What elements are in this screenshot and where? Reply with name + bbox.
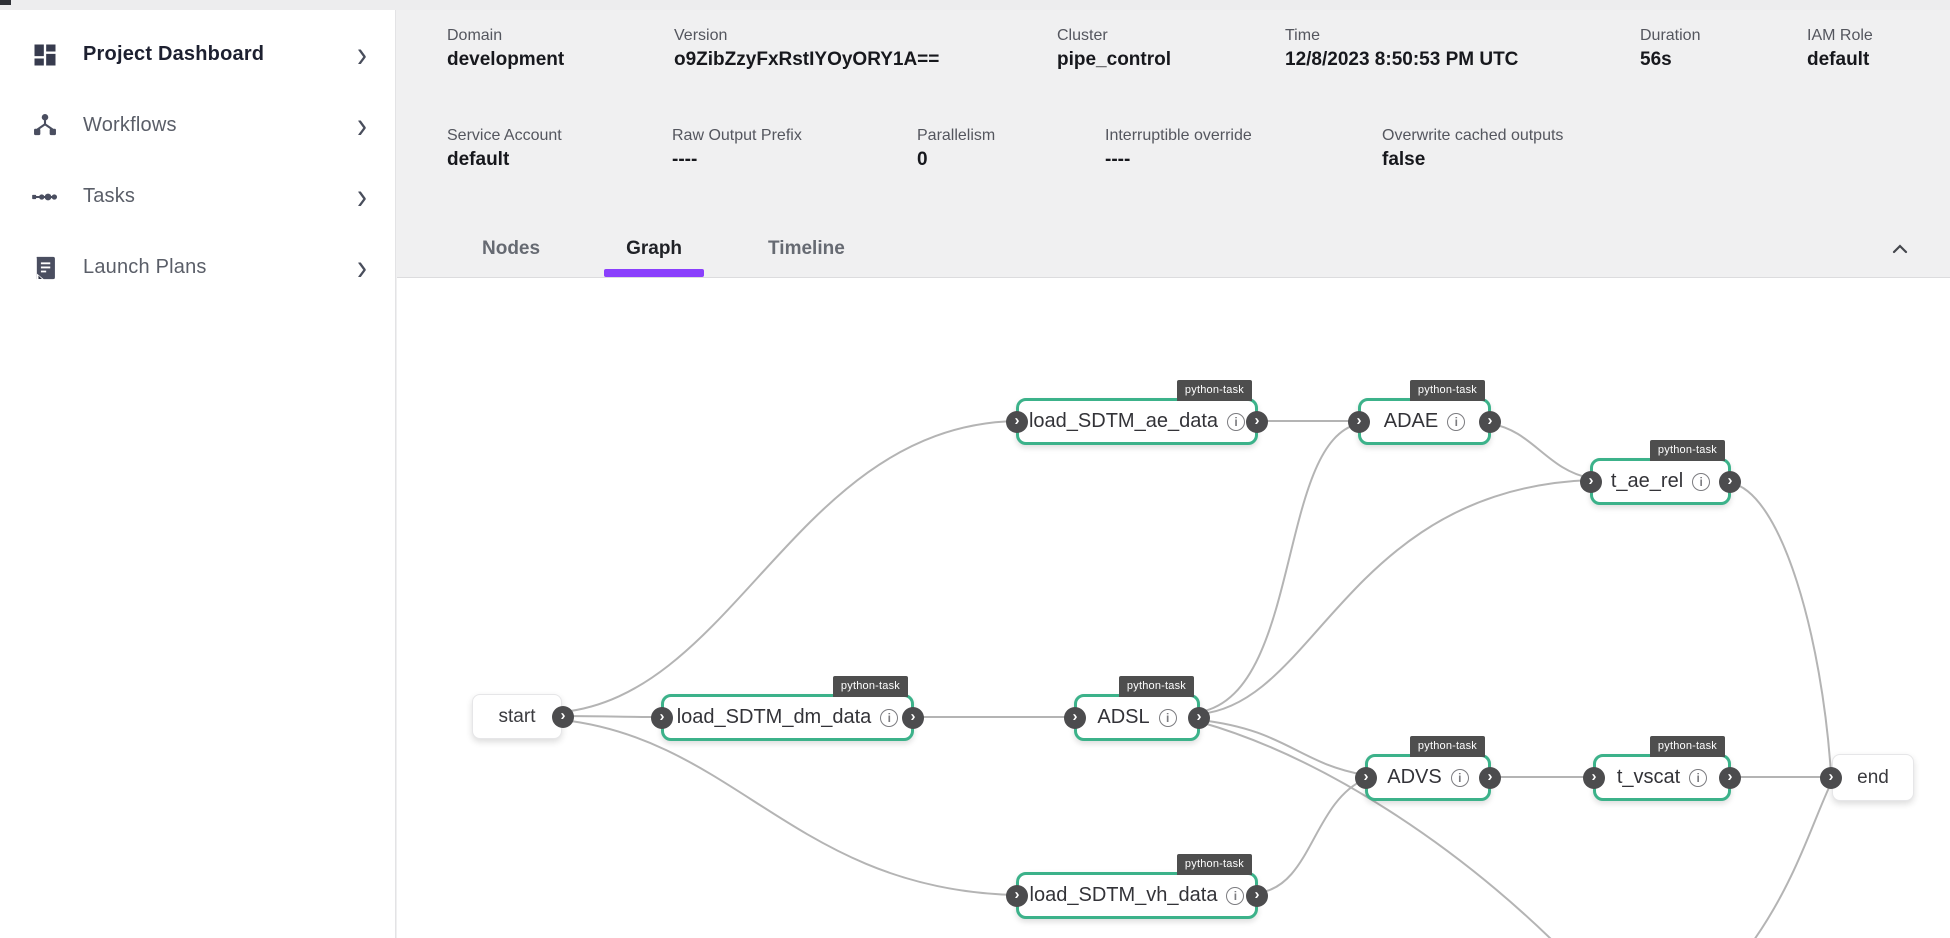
- collapse-panel-button[interactable]: [1886, 235, 1914, 263]
- info-icon[interactable]: i: [1227, 412, 1245, 431]
- chevron-up-icon: [1892, 244, 1908, 254]
- info-icon[interactable]: i: [1447, 412, 1466, 431]
- meta-raw-output-prefix: Raw Output Prefix ----: [672, 127, 802, 170]
- edge-t_ae_rel-end: [1730, 482, 1832, 775]
- graph-node-t_ae_rel[interactable]: python-task › t_ae_rel i ›: [1580, 440, 1741, 505]
- info-icon[interactable]: i: [1226, 886, 1245, 905]
- output-port: ›: [1246, 410, 1268, 433]
- meta-domain: Domain development: [447, 27, 565, 70]
- output-port: ›: [1719, 470, 1741, 493]
- task-type-badge: python-task: [1649, 440, 1725, 461]
- output-port: ›: [1719, 766, 1741, 789]
- info-icon[interactable]: i: [880, 708, 899, 727]
- output-port: ›: [552, 705, 574, 728]
- sidebar-item-launch-plans[interactable]: Launch Plans ›: [0, 232, 395, 303]
- edge-ADSL-end: [1199, 721, 1833, 938]
- execution-metadata-header: Domain development Version o9ZibZzyFxRst…: [397, 0, 1950, 278]
- graph-node-load_SDTM_vh_data[interactable]: python-task › load_SDTM_vh_data i ›: [1006, 854, 1268, 919]
- input-port: ›: [1355, 766, 1377, 789]
- input-port: ›: [1064, 706, 1086, 729]
- chevron-right-icon: ›: [357, 33, 367, 75]
- graph-node-end[interactable]: › end: [1820, 754, 1914, 801]
- input-port: ›: [651, 706, 673, 729]
- meta-iam-role: IAM Role default: [1807, 27, 1873, 70]
- edge-load_SDTM_vh_data-ADVS: [1257, 778, 1366, 894]
- input-port: ›: [1580, 470, 1602, 493]
- tab-nodes[interactable]: Nodes: [482, 238, 541, 259]
- output-port: ›: [1479, 410, 1501, 433]
- info-icon[interactable]: i: [1689, 768, 1708, 787]
- dashboard-icon: [30, 40, 60, 70]
- task-type-badge: python-task: [1409, 380, 1485, 401]
- chevron-right-icon: ›: [357, 175, 367, 217]
- graph-node-ADSL[interactable]: python-task › ADSL i ›: [1064, 676, 1210, 741]
- edge-ADSL-ADAE: [1199, 423, 1359, 713]
- output-port: ›: [902, 706, 924, 729]
- meta-interruptible-override: Interruptible override ----: [1105, 127, 1252, 170]
- view-tabs: Nodes Graph Timeline: [397, 221, 1950, 277]
- input-port: ›: [1348, 410, 1370, 433]
- sidebar-item-workflows[interactable]: Workflows ›: [0, 90, 395, 161]
- input-port: ›: [1820, 766, 1842, 789]
- task-type-badge: python-task: [1176, 854, 1252, 875]
- active-tab-underline: [604, 269, 705, 277]
- meta-cluster: Cluster pipe_control: [1057, 27, 1172, 70]
- sidebar-item-label: Workflows: [83, 114, 177, 136]
- sidebar-item-label: Tasks: [83, 185, 136, 207]
- sidebar-item-tasks[interactable]: Tasks ›: [0, 161, 395, 232]
- graph-node-ADVS[interactable]: python-task › ADVS i ›: [1355, 736, 1501, 801]
- graph-node-load_SDTM_dm_data[interactable]: python-task › load_SDTM_dm_data i ›: [651, 676, 924, 741]
- meta-parallelism: Parallelism 0: [917, 127, 996, 170]
- meta-overwrite-cached-outputs: Overwrite cached outputs false: [1382, 127, 1564, 170]
- tasks-icon: [30, 182, 60, 212]
- edge-start-load_SDTM_vh_data: [562, 719, 1017, 896]
- edge-ADSL-ADVS: [1199, 719, 1366, 776]
- tab-timeline[interactable]: Timeline: [768, 238, 845, 259]
- workflows-icon: [30, 111, 60, 141]
- task-type-badge: python-task: [1409, 736, 1485, 757]
- chevron-right-icon: ›: [357, 246, 367, 288]
- output-port: ›: [1188, 706, 1210, 729]
- output-port: ›: [1246, 884, 1268, 907]
- sidebar-item-label: Project Dashboard: [83, 43, 265, 65]
- edge-start-load_SDTM_ae_data: [562, 420, 1017, 713]
- meta-version: Version o9ZibZzyFxRstIYOyORY1A==: [674, 27, 940, 70]
- graph-node-t_vscat[interactable]: python-task › t_vscat i ›: [1583, 736, 1741, 801]
- task-type-badge: python-task: [832, 676, 908, 697]
- sidebar-item-label: Launch Plans: [83, 256, 207, 278]
- sidebar-item-project-dashboard[interactable]: Project Dashboard ›: [0, 19, 395, 90]
- meta-time: Time 12/8/2023 8:50:53 PM UTC: [1285, 27, 1519, 70]
- tab-graph[interactable]: Graph: [604, 221, 705, 277]
- input-port: ›: [1006, 884, 1028, 907]
- info-icon[interactable]: i: [1158, 708, 1177, 727]
- task-type-badge: python-task: [1118, 676, 1194, 697]
- launch-plans-icon: [30, 253, 60, 283]
- graph-node-start[interactable]: start ›: [472, 694, 574, 739]
- info-icon[interactable]: i: [1450, 768, 1469, 787]
- window-edge-fragment: [0, 0, 11, 5]
- meta-service-account: Service Account default: [447, 127, 562, 170]
- task-type-badge: python-task: [1176, 380, 1252, 401]
- meta-duration: Duration 56s: [1640, 27, 1701, 70]
- sidebar: Project Dashboard › Workflows › Tasks ›: [0, 10, 396, 938]
- edge-ADAE-t_ae_rel: [1490, 423, 1591, 479]
- graph-node-load_SDTM_ae_data[interactable]: python-task › load_SDTM_ae_data i ›: [1006, 380, 1268, 445]
- task-type-badge: python-task: [1649, 736, 1725, 757]
- graph-node-ADAE[interactable]: python-task › ADAE i ›: [1348, 380, 1501, 445]
- workflow-graph-canvas[interactable]: start › python-task › load_SDTM_dm_data …: [397, 278, 1950, 938]
- input-port: ›: [1583, 766, 1605, 789]
- input-port: ›: [1006, 410, 1028, 433]
- edge-start-load_SDTM_dm_data: [561, 715, 662, 718]
- top-strip: [0, 0, 1950, 10]
- edge-ADSL-t_ae_rel: [1199, 479, 1591, 715]
- output-port: ›: [1479, 766, 1501, 789]
- info-icon[interactable]: i: [1692, 472, 1711, 491]
- chevron-right-icon: ›: [357, 104, 367, 146]
- graph-edges-layer: [561, 419, 1833, 938]
